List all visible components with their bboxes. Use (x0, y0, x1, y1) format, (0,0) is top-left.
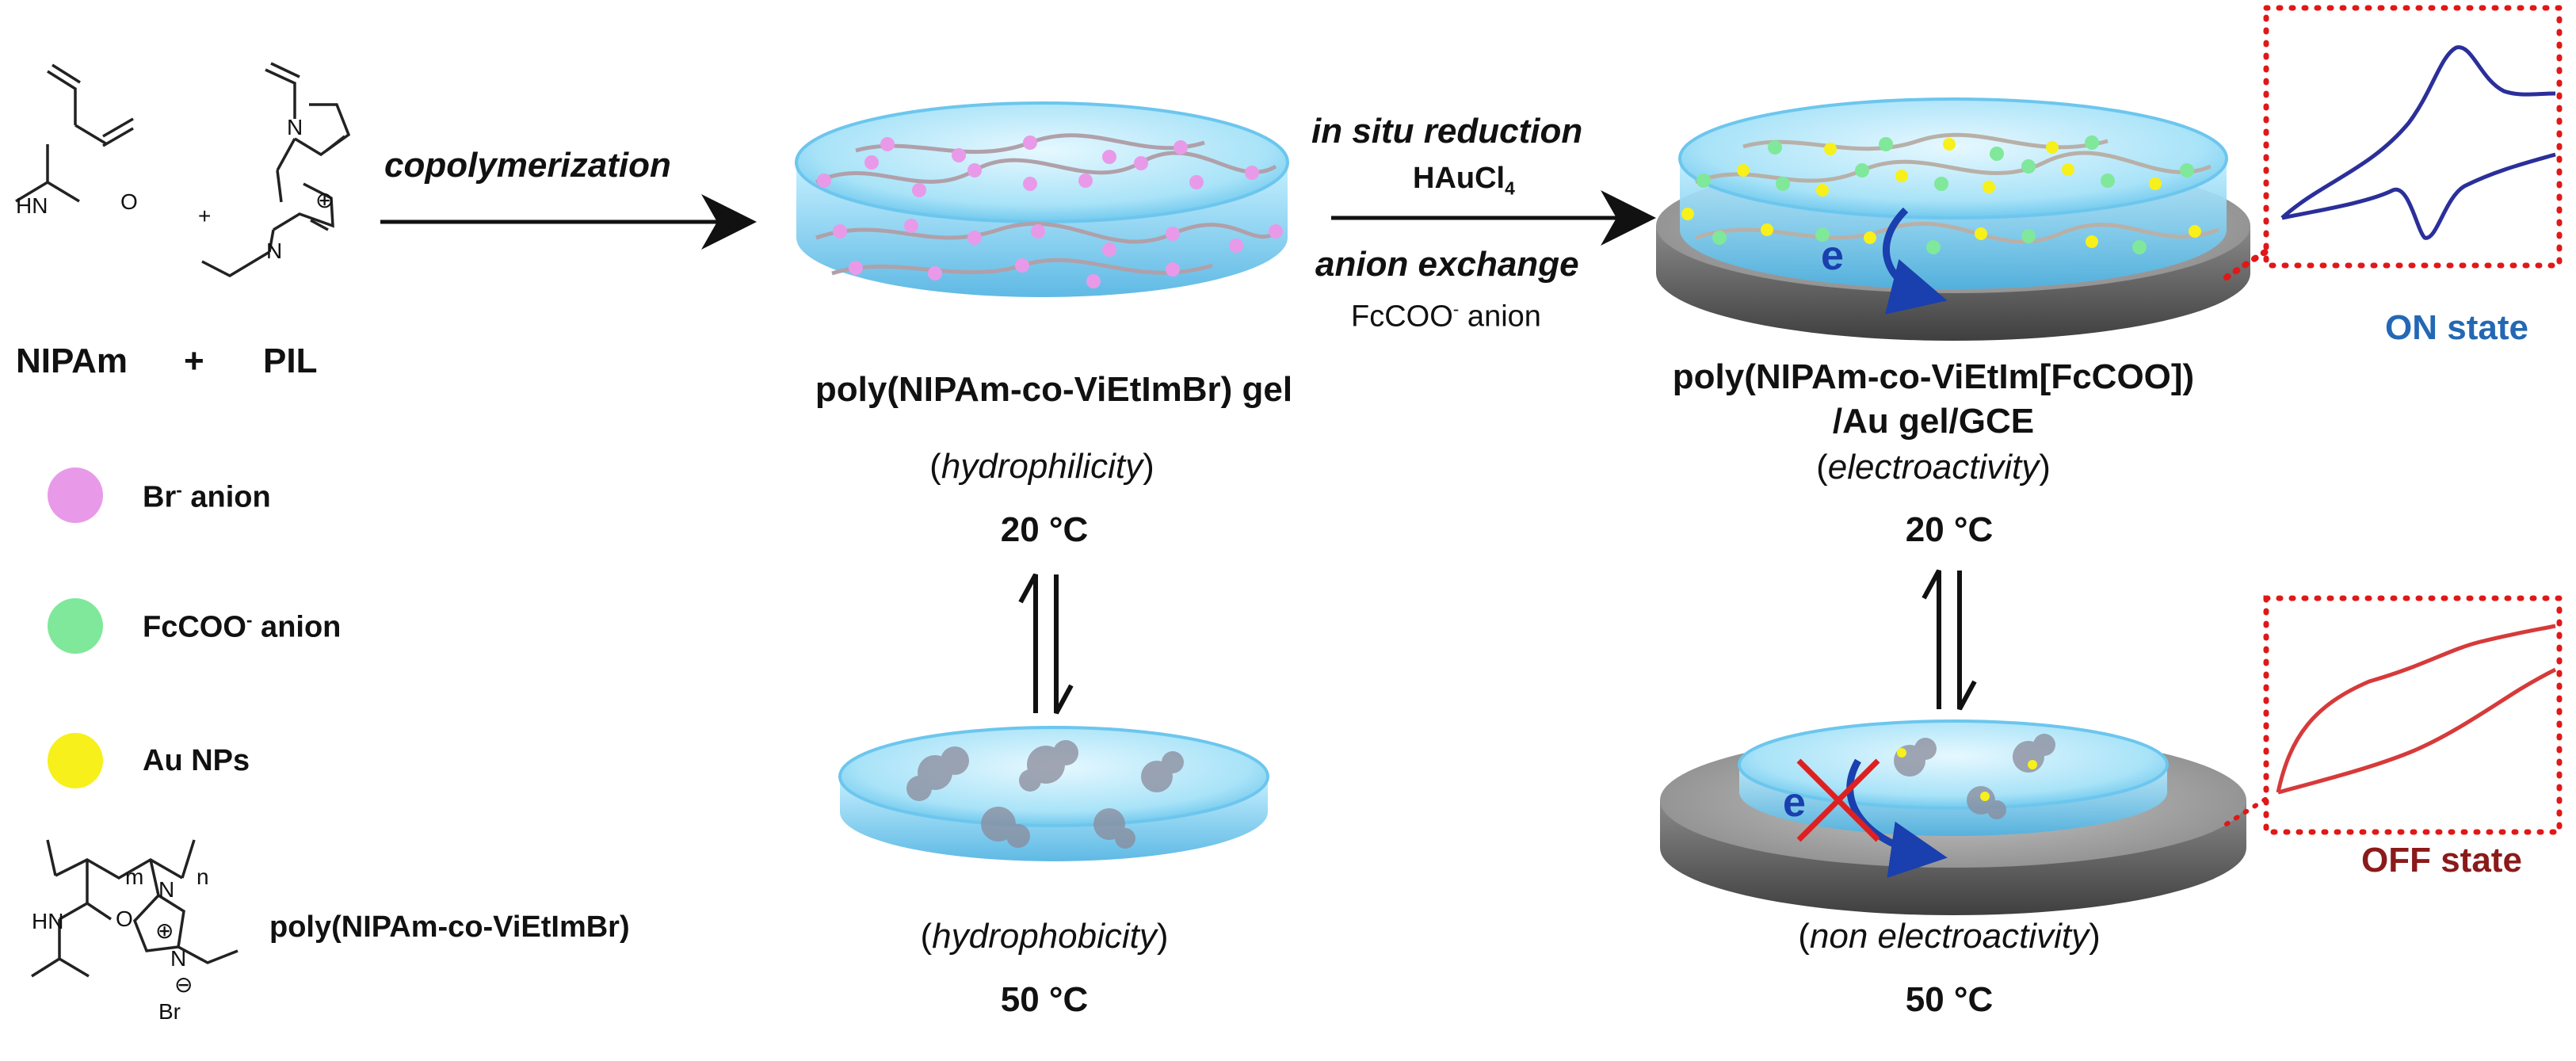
legend-au-label: Au NPs (143, 744, 250, 777)
polymer-n-bottom: N (170, 946, 187, 971)
polymer-minus: ⊖ (174, 972, 193, 997)
br-anion-dots (817, 135, 1283, 288)
nipam-hn-label: HN (16, 193, 48, 218)
in-situ-reduction-label: in situ reduction (1311, 112, 1583, 151)
gel2-cold-property: (electroactivity) (1816, 448, 2051, 487)
fccoo-dots (1696, 135, 2194, 254)
off-state-label: OFF state (2361, 841, 2522, 880)
cv-off-inset (2224, 595, 2563, 835)
on-state-label: ON state (2385, 308, 2528, 347)
cv-on-inset (2223, 5, 2563, 281)
gel-electrode-on (1656, 97, 2250, 341)
polymer-structure (31, 839, 239, 978)
legend-fccoo-dot (48, 598, 103, 654)
legend-br-dot (48, 468, 103, 523)
gel1-hot-temp: 50 °C (1000, 980, 1089, 1019)
polymer-hn: HN (32, 909, 64, 933)
cv-curve-off (2276, 624, 2557, 795)
legend-polymer-label: poly(NIPAm-co-ViEtImBr) (269, 910, 630, 944)
nipam-o-label: O (120, 189, 138, 214)
gel1-hot-property: (hydrophobicity) (920, 917, 1169, 956)
electron-label-on: e (1821, 233, 1844, 279)
gel-electrode-off (1660, 719, 2246, 915)
legend-fccoo-label: FcCOO- anion (143, 609, 342, 644)
polymer-n: n (197, 864, 209, 889)
gel1-cold-property: (hydrophilicity) (929, 447, 1154, 486)
gel2-name-line1: poly(NIPAm-co-ViEtIm[FcCOO]) (1672, 357, 2195, 396)
polymer-o: O (116, 906, 133, 931)
equilibrium-arrows-left (1018, 573, 1074, 715)
polymer-plus: ⊕ (155, 918, 174, 943)
polymer-n-top: N (158, 877, 175, 902)
plus-small: + (198, 204, 212, 228)
legend-br-label: Br- anion (143, 479, 271, 514)
cv-curve-on (2280, 45, 2556, 240)
pil-n-bottom: N (266, 239, 283, 263)
electron-label-off: e (1783, 780, 1806, 826)
gel-swollen (795, 101, 1289, 297)
equilibrium-arrows-right (1922, 569, 1977, 711)
au-np-dots (1681, 138, 2201, 248)
fccoo-anion-reagent: FcCOO- anion (1351, 299, 1541, 334)
gel1-cold-temp: 20 °C (1000, 510, 1089, 549)
gel2-name-line2: /Au gel/GCE (1832, 402, 2035, 441)
pil-structure (201, 62, 351, 278)
legend-au-dot (48, 733, 103, 788)
haucl4-label: HAuCl4 (1413, 162, 1515, 199)
anion-exchange-label: anion exchange (1315, 245, 1579, 284)
collapsed-clusters (906, 740, 1184, 849)
plus-label: + (184, 342, 204, 380)
gel2-cold-temp: 20 °C (1905, 510, 1994, 549)
nipam-label: NIPAm (16, 342, 128, 380)
pil-label: PIL (263, 342, 318, 380)
gel1-name: poly(NIPAm-co-ViEtImBr) gel (815, 370, 1293, 409)
gel2-hot-temp: 50 °C (1905, 980, 1994, 1019)
electron-transfer-arrow-on (1883, 207, 1948, 315)
pil-charge: ⊕ (315, 188, 334, 212)
gel-collapsed (838, 726, 1269, 861)
pil-n-top: N (287, 115, 303, 139)
polymer-br: Br (158, 999, 181, 1024)
nipam-structure (15, 63, 134, 203)
gel2-hot-property: (non electroactivity) (1798, 917, 2101, 956)
blocked-cross-icon (1796, 758, 1880, 842)
polymer-m: m (125, 864, 144, 889)
copolymerization-label: copolymerization (384, 146, 671, 185)
